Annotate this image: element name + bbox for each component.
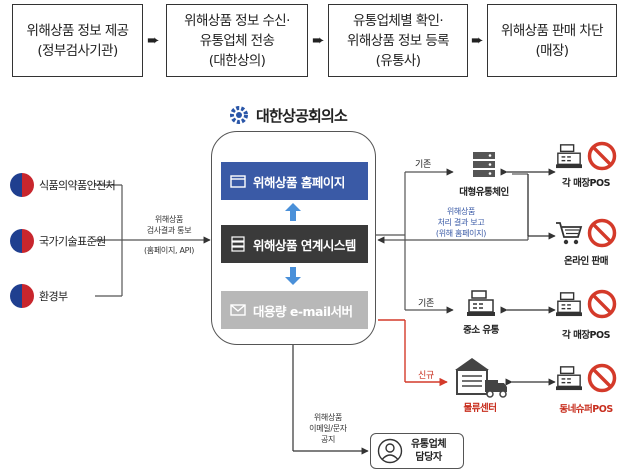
report-line3: (위해 홈페이지)	[435, 229, 487, 238]
endpoint-online: 온라인 판매	[551, 218, 621, 267]
step-4-line2: (매장)	[535, 42, 570, 59]
step-box-1: 위해상품 정보 제공 (정부검사기관)	[12, 4, 143, 77]
endpoint-online-label: 온라인 판매	[563, 256, 609, 267]
agency-kats-label: 국가기술표준원	[39, 235, 106, 248]
agency-kats: 국가기술표준원	[10, 229, 106, 253]
step-arrow-1: ➨	[147, 31, 160, 49]
system-module: 위해상품 연계시스템	[221, 225, 368, 263]
step-3-line3: (유통사)	[375, 52, 421, 69]
logistics-node: 물류센터	[448, 356, 512, 414]
mail-icon	[229, 304, 247, 316]
system-label: 위해상품 연계시스템	[253, 237, 356, 253]
prohibited-icon	[587, 141, 617, 171]
prohibited-icon	[587, 218, 617, 248]
agency-mfds: 식품의약품안전처	[10, 173, 116, 197]
agency-me: 환경부	[10, 284, 68, 308]
notify-line	[292, 345, 369, 455]
report-label: 위해상품 처리 결과 보고 (위해 홈페이지)	[416, 206, 506, 239]
endpoint-neighborhood-pos-label: 동네슈퍼POS	[559, 404, 613, 415]
prohibited-icon	[587, 363, 617, 393]
report-line2: 처리 결과 보고	[437, 218, 485, 227]
step-box-3: 유통업체별 확인· 위해상품 정보 등록 (유통사)	[328, 4, 468, 77]
contact-box: 유통업체 담당자	[370, 433, 464, 469]
tag-existing-top: 기존	[415, 160, 431, 170]
taegeuk-emblem-icon	[10, 229, 34, 253]
step-2-line2: 유통업체 전송	[199, 32, 275, 49]
notify-label: 위해상품 이메일/문자 공지	[298, 412, 358, 445]
endpoint-store-pos-small-label: 각 매장POS	[562, 330, 610, 341]
logistics-label: 물류센터	[463, 403, 497, 414]
kcci-name: 대한상공회의소	[256, 106, 348, 125]
cash-register-icon	[467, 290, 495, 316]
agencies-bracket	[95, 184, 211, 297]
homepage-module: 위해상품 홈페이지	[221, 162, 368, 200]
kcci-gear-icon	[230, 106, 248, 124]
step-3-line2: 위해상품 정보 등록	[347, 32, 450, 49]
report-line1: 위해상품	[446, 207, 476, 216]
kcci-logo: 대한상공회의소	[228, 104, 348, 126]
step-box-4: 위해상품 판매 차단 (매장)	[487, 4, 617, 77]
person-icon	[377, 438, 403, 464]
new-channel-line	[378, 319, 448, 387]
tag-new: 신규	[418, 371, 434, 381]
small-retail-label: 중소 유통	[463, 325, 499, 336]
endpoint-neighborhood-pos: 동네슈퍼POS	[548, 363, 624, 415]
contact-label: 유통업체 담당자	[411, 439, 447, 463]
step-arrow-3: ➨	[471, 31, 484, 49]
small-retail-node: 중소 유통	[455, 289, 507, 336]
up-arrow-icon	[285, 203, 301, 225]
notify-line3: 공지	[320, 435, 336, 444]
kcci-hub: 위해상품 홈페이지 위해상품 연계시스템 대용량 e-mail서버	[211, 131, 376, 345]
step-box-2: 위해상품 정보 수신· 유통업체 전송 (대한상의)	[166, 4, 308, 77]
inspection-label: 위해상품 검사결과 통보 (홈페이지, API)	[128, 214, 210, 256]
inspection-line1: 위해상품	[154, 215, 184, 224]
agency-me-label: 환경부	[39, 290, 68, 303]
step-1-line1: 위해상품 정보 제공	[26, 22, 130, 39]
endpoint-store-pos-label: 각 매장POS	[562, 178, 610, 189]
cash-register-icon	[556, 292, 582, 317]
taegeuk-emblem-icon	[10, 173, 34, 197]
endpoint-lines	[500, 168, 556, 386]
down-arrow-icon	[285, 267, 301, 289]
taegeuk-emblem-icon	[10, 284, 34, 308]
cash-register-icon	[556, 144, 582, 169]
endpoint-store-pos: 각 매장POS	[551, 141, 621, 189]
server-icon	[229, 236, 247, 252]
step-3-line1: 유통업체별 확인·	[352, 12, 444, 29]
endpoint-store-pos-small: 각 매장POS	[551, 289, 621, 341]
browser-icon	[229, 174, 247, 188]
agency-mfds-label: 식품의약품안전처	[39, 179, 116, 192]
large-chain-label: 대형유통체인	[459, 187, 509, 198]
email-label: 대용량 e-mail서버	[253, 303, 353, 319]
step-2-line3: (대한상의)	[208, 52, 266, 69]
shopping-cart-icon	[556, 222, 583, 245]
step-arrow-2: ➨	[312, 31, 325, 49]
prohibited-icon	[587, 289, 617, 319]
step-1-line2: (정부검사기관)	[37, 42, 118, 59]
server-rack-icon	[473, 152, 495, 177]
inspection-line2: 검사결과 통보	[146, 226, 192, 235]
step-2-line1: 위해상품 정보 수신·	[184, 12, 290, 29]
tag-existing-mid: 기존	[418, 299, 434, 309]
notify-line1: 위해상품	[313, 413, 343, 422]
warehouse-truck-icon	[455, 358, 507, 398]
large-chain-node: 대형유통체인	[455, 150, 513, 198]
step-4-line1: 위해상품 판매 차단	[501, 22, 604, 39]
inspection-line3: (홈페이지, API)	[143, 246, 195, 255]
notify-line2: 이메일/문자	[309, 424, 347, 433]
email-module: 대용량 e-mail서버	[221, 291, 368, 329]
homepage-label: 위해상품 홈페이지	[253, 174, 345, 190]
cash-register-icon	[556, 366, 582, 391]
